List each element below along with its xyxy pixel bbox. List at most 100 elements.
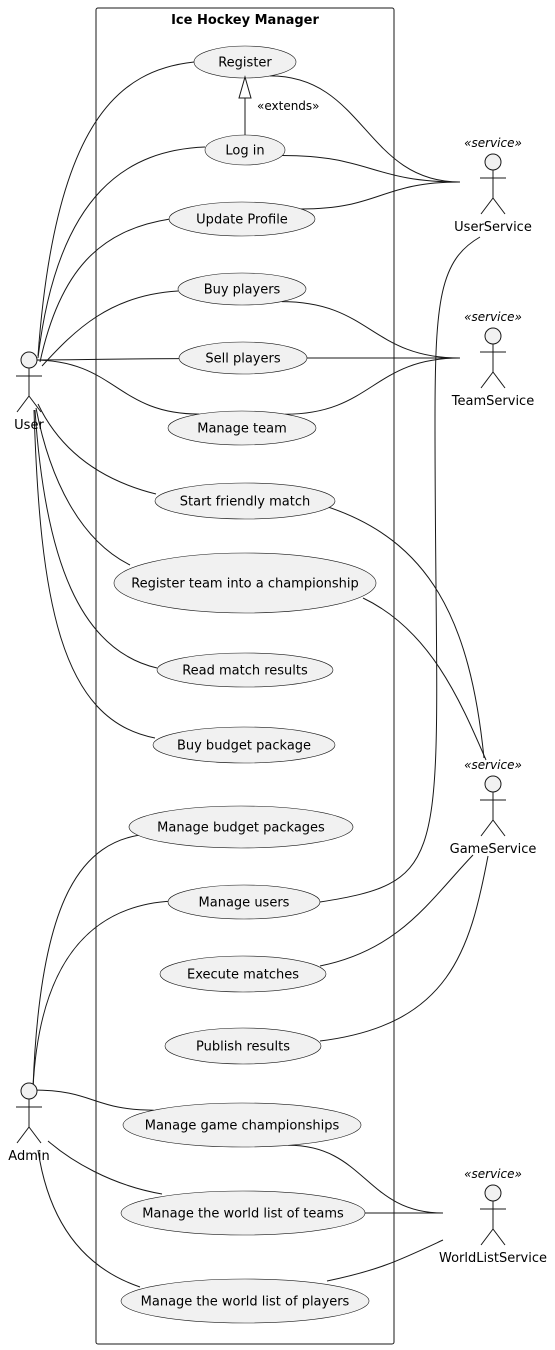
actor-head: [484, 327, 502, 345]
association-manage_world_players-worldlistservice: [326, 1239, 444, 1282]
actor-right-leg: [28, 395, 42, 413]
use-case-ellipse: [168, 201, 316, 237]
actor-left-leg: [480, 1228, 494, 1246]
use-case-sell-players: Sell players: [178, 341, 308, 375]
actor-left-leg: [480, 371, 494, 389]
use-case-label: Log in: [225, 144, 264, 159]
actor-right-leg: [492, 1228, 506, 1246]
actor-head: [20, 1082, 38, 1100]
actor-right-leg: [28, 1126, 42, 1144]
actor-head: [484, 1184, 502, 1202]
association-start_friendly-gameservice: [324, 505, 485, 759]
use-case-label: Manage the world list of players: [141, 1295, 350, 1310]
association-update_profile-userservice: [300, 181, 461, 210]
actor-label: GameService: [450, 842, 537, 857]
actor-left-leg: [480, 197, 494, 215]
use-case-ellipse: [164, 1027, 322, 1065]
use-case-update-profile: Update Profile: [168, 201, 316, 237]
use-case-publish-results: Publish results: [164, 1027, 322, 1065]
use-case-label: Update Profile: [196, 213, 288, 228]
relations-layer: [32, 61, 489, 1288]
use-case-ellipse: [156, 652, 334, 688]
use-case-ellipse: [152, 726, 336, 764]
association-admin-manage_budget: [32, 833, 149, 1089]
use-case-buy-players: Buy players: [177, 272, 307, 306]
actor-label: WorldListService: [439, 1251, 547, 1266]
association-user-read_results: [34, 409, 158, 669]
actor-userservice: UserService «service»: [454, 136, 532, 235]
association-manage_champs-worldlistservice: [288, 1144, 444, 1214]
use-case-label: Read match results: [182, 664, 308, 679]
actor-left-leg: [480, 819, 494, 837]
actor-user: User: [14, 351, 44, 433]
actor-gameservice: GameService «service»: [450, 758, 537, 857]
use-case-label: Buy players: [204, 283, 281, 298]
association-user-buy_players: [41, 290, 179, 367]
actor-worldlistservice: WorldListService «service»: [439, 1167, 547, 1266]
actor-right-leg: [492, 819, 506, 837]
association-user-update_profile: [39, 218, 171, 363]
actor-teamservice: TeamService«service»: [451, 310, 534, 409]
association-user-sell_players: [32, 358, 180, 361]
use-case-ellipse: [159, 955, 327, 993]
use-case-ellipse: [177, 272, 307, 306]
use-case-ellipse: [113, 552, 377, 614]
use-case-label: Manage team: [197, 422, 287, 437]
use-case-read-results: Read match results: [156, 652, 334, 688]
use-case-manage-champs: Manage game championships: [122, 1102, 362, 1148]
association-admin-manage_world_players: [37, 1149, 141, 1288]
association-admin-manage_champs: [32, 1089, 154, 1111]
actor-stereotype: «service»: [464, 136, 522, 150]
use-case-manage-world-teams: Manage the world list of teams: [120, 1190, 366, 1236]
actor-admin: Admin: [8, 1082, 50, 1164]
extends-arrowhead: [238, 75, 252, 99]
actor-right-leg: [492, 371, 506, 389]
actor-stereotype: «service»: [464, 758, 522, 772]
use-case-label: Buy budget package: [177, 739, 311, 754]
use-case-register: Register: [193, 45, 297, 79]
use-case-ellipse: [122, 1102, 362, 1148]
association-register_team-gameservice: [362, 597, 487, 761]
actor-label: TeamService: [451, 394, 534, 409]
association-register-userservice: [269, 75, 461, 183]
use-case-label: Manage the world list of teams: [142, 1207, 344, 1222]
association-user-manage_team: [32, 359, 200, 415]
actor-left-leg: [16, 1126, 30, 1144]
actor-label: Admin: [8, 1149, 49, 1164]
use-case-label: Manage game championships: [145, 1119, 340, 1134]
use-case-label: Register: [218, 56, 272, 71]
use-case-manage-budget: Manage budget packages: [128, 805, 354, 849]
association-admin-manage_users: [32, 900, 173, 1089]
actor-label: User: [14, 418, 44, 433]
use-case-label: Start friendly match: [180, 495, 310, 510]
actor-label: UserService: [454, 220, 532, 235]
use-case-manage-team: Manage team: [167, 410, 317, 446]
actor-head: [484, 153, 502, 171]
association-execute_matches-gameservice: [319, 854, 474, 967]
use-case-buy-budget: Buy budget package: [152, 726, 336, 764]
use-case-manage-world-players: Manage the world list of players: [120, 1278, 370, 1324]
use-case-ellipse: [120, 1190, 366, 1236]
use-case-start-friendly: Start friendly match: [154, 482, 336, 520]
use-case-ellipse: [154, 482, 336, 520]
use-case-label: Execute matches: [187, 968, 299, 983]
use-case-ellipse: [167, 410, 317, 446]
use-case-label: Register team into a championship: [131, 577, 359, 592]
actor-right-leg: [492, 197, 506, 215]
association-user-register_team: [35, 407, 131, 566]
association-manage_users-userservice: [319, 236, 481, 903]
actor-stereotype: «service»: [464, 1167, 522, 1181]
association-user-buy_budget: [33, 409, 156, 739]
association-user-start_friendly: [37, 403, 157, 495]
use-case-manage-users: Manage users: [167, 884, 321, 920]
extends-relation: «extends»: [238, 75, 320, 135]
use-case-ellipse: [167, 884, 321, 920]
use-case-ellipse: [178, 341, 308, 375]
use-case-label: Manage budget packages: [157, 821, 325, 836]
actor-left-leg: [16, 395, 30, 413]
actor-head: [484, 775, 502, 793]
association-admin-manage_world_teams: [47, 1140, 163, 1195]
use-case-login: Log in: [204, 134, 286, 166]
